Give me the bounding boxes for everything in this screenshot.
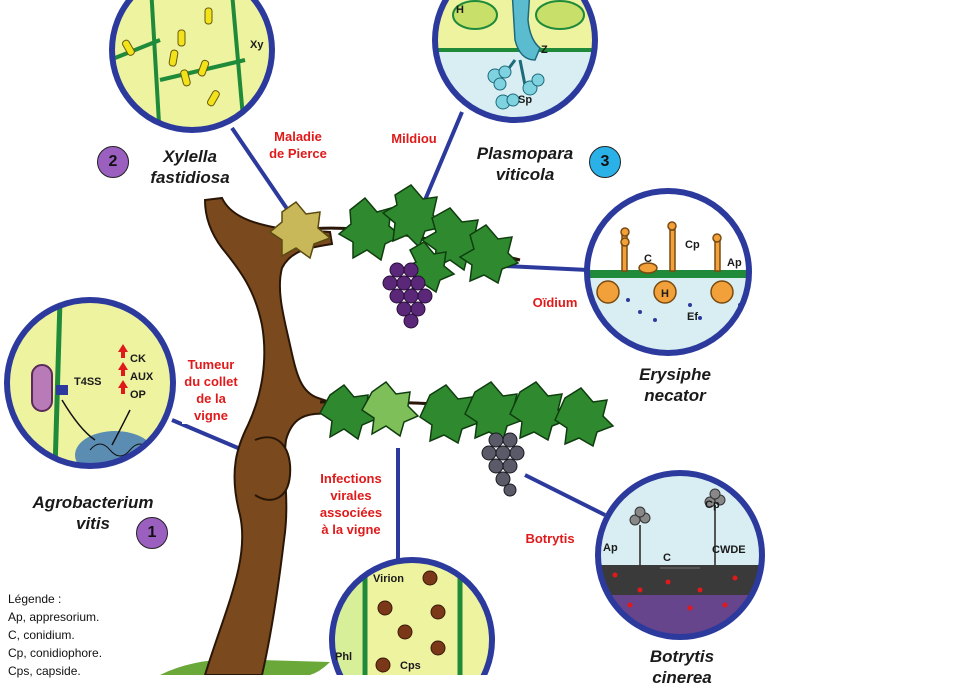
label-ef: Ef	[687, 311, 698, 323]
disease-tumeur-label: Tumeur du collet de la vigne	[182, 356, 240, 424]
label-c-bo: C	[663, 552, 671, 564]
label-cps: Cps	[400, 660, 421, 672]
disease-pierce-label: Maladie de Pierce	[262, 128, 334, 162]
label-op: OP	[130, 389, 146, 401]
label-phl: Phl	[335, 651, 352, 663]
label-h-pl: H	[456, 4, 464, 16]
inset-xylella: Xy	[109, 0, 275, 133]
label-h-er: H	[661, 288, 669, 300]
vine-trunk	[203, 196, 334, 676]
legend: Légende : Ap, appresorium. C, conidium. …	[8, 590, 102, 680]
label-virion: Virion	[373, 573, 404, 585]
label-c-er: C	[644, 253, 652, 265]
inset-virus: Virion Phl Cps	[329, 557, 495, 688]
pathogen-botrytis-name: Botrytis cinerea	[649, 647, 715, 687]
number-badge-2: 2	[97, 146, 129, 178]
label-ck: CK	[130, 353, 146, 365]
number-badge-3: 3	[589, 146, 621, 178]
disease-oidium-label: Oïdium	[530, 294, 580, 311]
pathogen-erysiphe-name: Erysiphe necator	[639, 365, 711, 405]
legend-item: Cp, conidiophore.	[8, 646, 103, 660]
label-sp: Sp	[518, 94, 532, 106]
legend-item: C, conidium.	[8, 628, 75, 642]
number-badge-1: 1	[136, 517, 168, 549]
connector-lines	[171, 111, 606, 562]
upper-vine	[268, 184, 521, 329]
label-aux: AUX	[130, 371, 154, 383]
legend-item: Cps, capside.	[8, 664, 81, 678]
disease-viral-label: Infections virales associées à la vigne	[312, 470, 390, 538]
inset-plasmopara: H Z Sp	[432, 0, 598, 123]
label-cwde: CWDE	[712, 544, 746, 556]
label-ap-bo: Ap	[603, 542, 618, 554]
lower-vine	[319, 380, 615, 497]
pathogen-xylella-name: Xylella fastidiosa	[150, 147, 230, 187]
inset-agrobacterium: T4SS CK AUX OP	[4, 297, 176, 469]
label-z: Z	[541, 44, 548, 56]
pathogen-agrobacterium-name: Agrobacterium vitis	[32, 493, 154, 533]
disease-mildiou-label: Mildiou	[386, 130, 442, 147]
label-ap-er: Ap	[727, 257, 742, 269]
legend-item: Ap, appresorium.	[8, 610, 100, 624]
label-xy: Xy	[250, 39, 264, 51]
label-t4ss: T4SS	[74, 376, 102, 388]
disease-botrytis-label: Botrytis	[522, 530, 578, 547]
inset-erysiphe: C Cp Ap H Ef	[584, 188, 752, 356]
legend-title: Légende :	[8, 592, 62, 606]
label-cp-bo: Cp	[705, 499, 720, 511]
inset-botrytis: Ap Cp C CWDE	[595, 470, 765, 640]
pathogen-plasmopara-name: Plasmopara viticola	[476, 144, 574, 184]
label-cp-er: Cp	[685, 239, 700, 251]
